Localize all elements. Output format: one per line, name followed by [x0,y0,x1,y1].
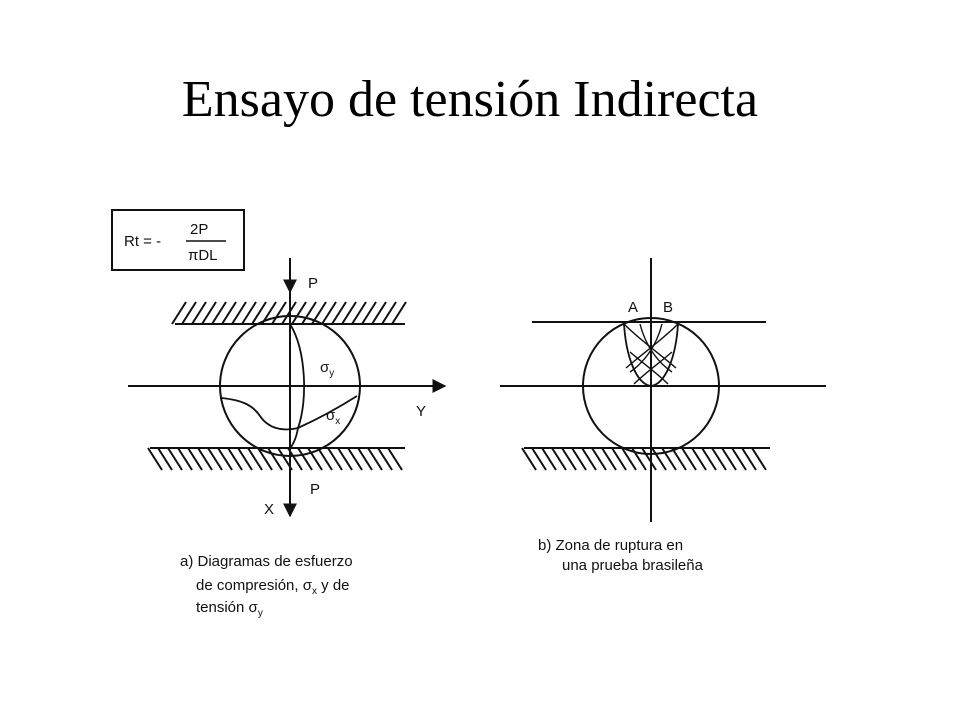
label-point-b: B [663,299,673,316]
formula-numerator: 2P [190,221,208,238]
page-title: Ensayo de tensión Indirecta [181,71,759,128]
hatch-line [521,447,537,471]
hatch-line [231,301,247,325]
hatch-line [691,447,707,471]
hatch-line [387,447,403,471]
sigma-x-curve [221,395,358,431]
hatch-line [611,447,627,471]
top-platen-hatch-a [171,301,407,325]
bottom-platen-hatch-b [521,447,767,471]
rupture-cross-lines [623,323,679,385]
label-sigma-x: σx [326,407,340,427]
hatch-line [367,447,383,471]
caption-a-line3: tensión σy [196,599,263,619]
label-axis-x: X [264,501,274,518]
label-sigma-y: σy [320,359,334,379]
hatch-line [251,301,267,325]
label-axis-y: Y [416,403,426,420]
hatch-line [217,447,233,471]
hatch-line [347,447,363,471]
label-point-a: A [628,299,638,316]
hatch-line [621,447,637,471]
label-load-bottom: P [310,481,320,498]
hatch-line [751,447,767,471]
hatch-line [351,301,367,325]
hatch-line [331,301,347,325]
hatch-line [191,301,207,325]
hatch-line [341,301,357,325]
hatch-line [267,447,283,471]
hatch-line [241,301,257,325]
hatch-line [257,447,273,471]
hatch-line [681,447,697,471]
hatch-line [711,447,727,471]
hatch-line [381,301,397,325]
hatch-line [641,447,657,471]
formula-lhs: Rt = - [124,233,161,250]
formula-box: Rt = - 2P πDL [111,209,245,271]
caption-a-line1: a) Diagramas de esfuerzo [180,553,353,570]
hatch-line [237,447,253,471]
hatch-line [201,301,217,325]
hatch-line [671,447,687,471]
hatch-line [157,447,173,471]
hatch-line [197,447,213,471]
hatch-line [211,301,227,325]
hatch-line [177,447,193,471]
hatch-line [701,447,717,471]
hatch-line [321,301,337,325]
hatch-line [327,447,343,471]
hatch-line [291,301,307,325]
hatch-line [227,447,243,471]
hatch-line [731,447,747,471]
caption-b-line1: b) Zona de ruptura en [538,537,683,554]
hatch-line [661,447,677,471]
caption-a-line2: de compresión, σx y de [196,577,350,597]
label-load-top: P [308,275,318,292]
hatch-line [561,447,577,471]
hatch-line [571,447,587,471]
hatch-line [297,447,313,471]
hatch-line [221,301,237,325]
hatch-line [591,447,607,471]
hatch-line [361,301,377,325]
bottom-platen-hatch-a [147,447,403,471]
hatch-line [581,447,597,471]
hatch-line [307,447,323,471]
hatch-line [601,447,617,471]
hatch-line [541,447,557,471]
hatch-line [187,447,203,471]
rupture-zone-outline [623,323,679,387]
hatch-line [651,447,667,471]
hatch-line [271,301,287,325]
caption-b-line2: una prueba brasileña [562,557,704,574]
diagram-a: P P Y X σy σx [128,258,447,518]
diagram-b: A B [500,258,826,522]
hatch-line [551,447,567,471]
hatch-line [167,447,183,471]
sigma-y-curve [289,323,305,449]
hatch-line [207,447,223,471]
hatch-line [741,447,757,471]
hatch-line [247,447,263,471]
hatch-line [317,447,333,471]
caption-b: b) Zona de ruptura en una prueba brasile… [538,537,704,574]
hatch-line [337,447,353,471]
hatch-line [171,301,187,325]
caption-a: a) Diagramas de esfuerzo de compresión, … [180,553,353,619]
hatch-line [721,447,737,471]
hatch-line [377,447,393,471]
hatch-line [147,447,163,471]
hatch-line [371,301,387,325]
hatch-line [301,301,317,325]
hatch-line [391,301,407,325]
hatch-line [181,301,197,325]
formula-denominator: πDL [188,247,218,264]
hatch-line [357,447,373,471]
hatch-line [531,447,547,471]
